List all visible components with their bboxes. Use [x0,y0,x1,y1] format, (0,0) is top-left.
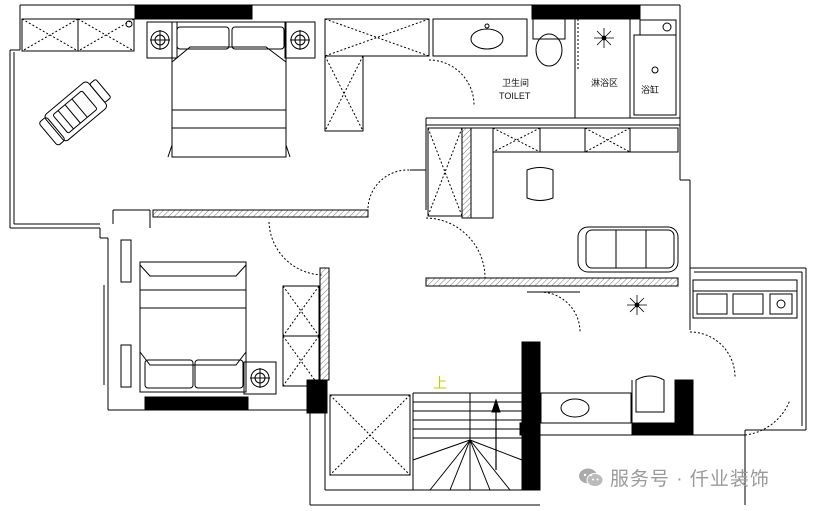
wardrobe-top-left [21,18,135,52]
room-label-shower: 淋浴区 [591,78,619,88]
watermark-text: 服务号 · 仟业装饰 [610,469,770,490]
door-master [367,169,411,213]
ceiling-light [627,295,647,315]
bathroom [428,18,677,118]
balcony [690,267,807,505]
study-area [425,127,679,279]
wardrobe-bedroom2 [282,285,320,387]
room-label-bathtub: 浴缸 [641,85,660,95]
interior-walls [112,117,680,381]
wardrobe-top-middle [324,18,430,132]
stairs [329,392,523,491]
shower-head [594,28,614,48]
sofa [577,226,679,273]
second-bed [120,239,277,395]
lounge-chair [39,79,111,146]
wechat-icon [579,468,604,487]
watermark: 服务号 · 仟业装饰 [578,464,770,491]
outer-walls [9,4,745,506]
room-label-bathroom-cn: 卫生间 [502,78,530,88]
stair-up-label: 上 [433,375,447,391]
bathroom-2 [540,375,665,424]
room-label-bathroom-en: TOILET [499,91,531,101]
master-bed [146,21,316,158]
